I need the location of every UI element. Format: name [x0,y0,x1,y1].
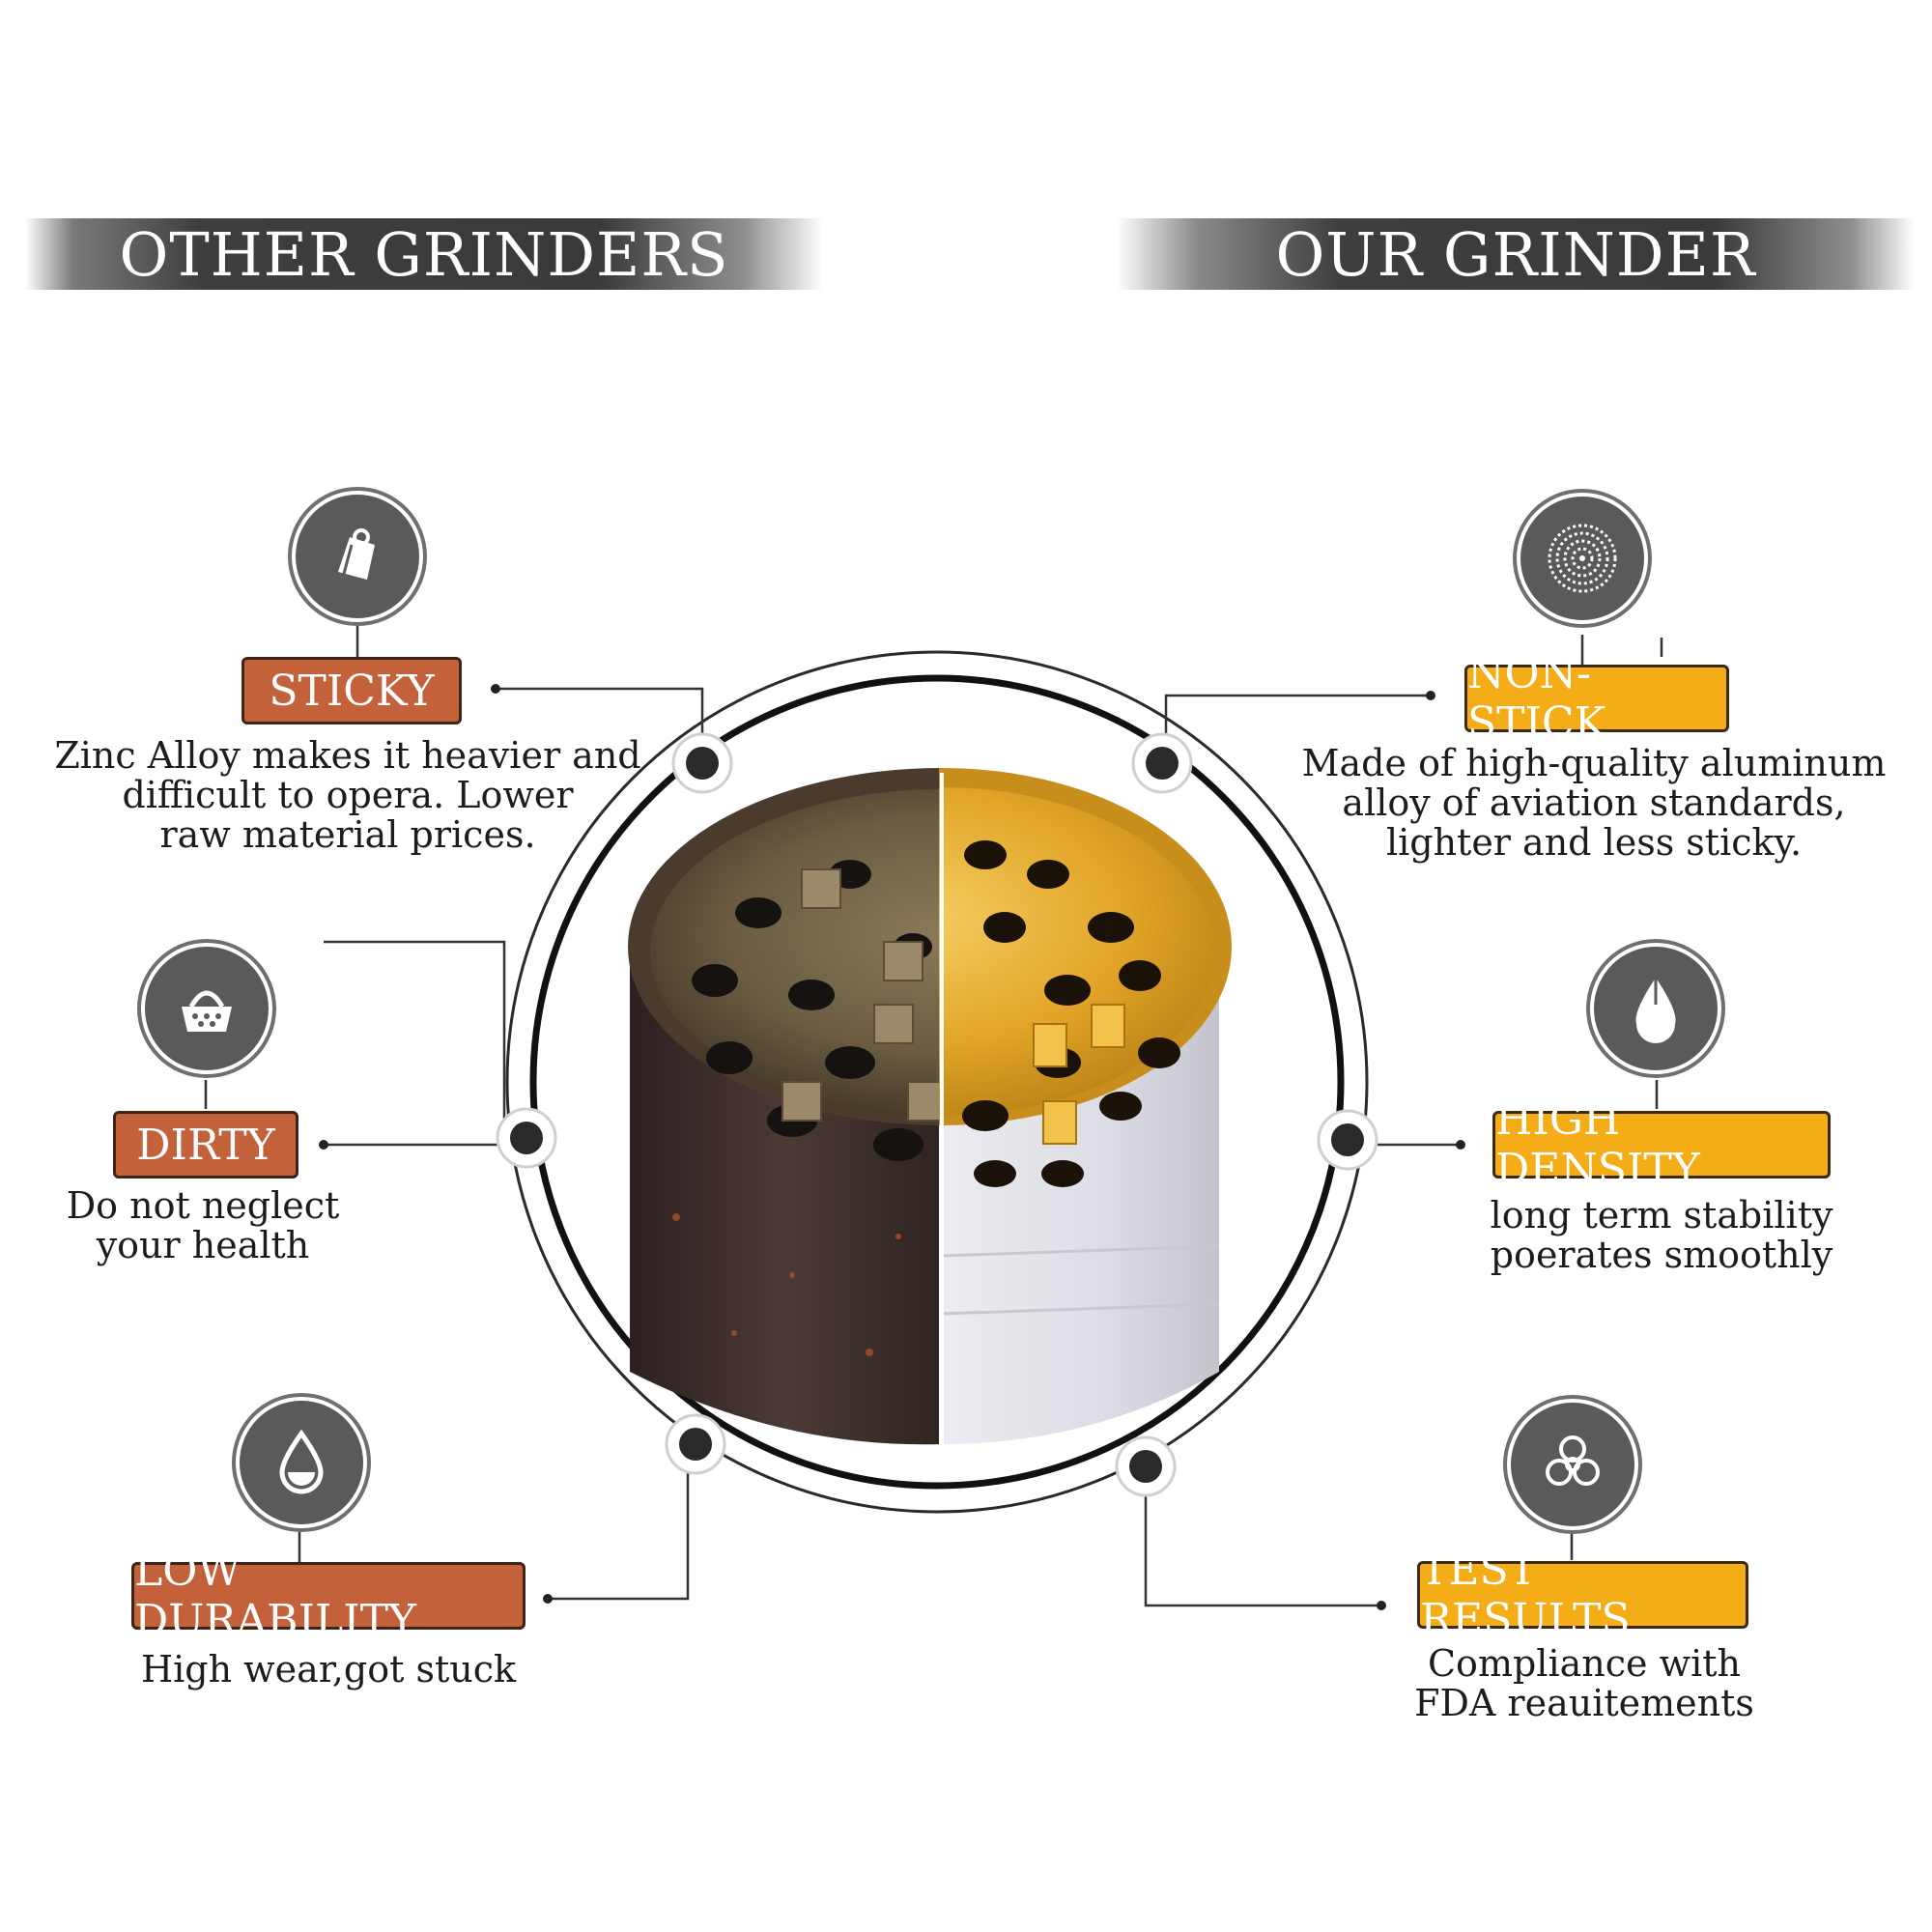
outer-ring [505,650,1369,1514]
density-drop-icon [1594,947,1718,1070]
our-grinder-header: OUR GRINDER [1117,218,1915,290]
non-stick-label: NON-STICK [1464,649,1729,748]
biohazard-icon [1511,1403,1634,1526]
dirty-grinder-half [628,768,939,1445]
dirty-basket-icon [145,947,269,1070]
sticky-label: STICKY [242,657,462,724]
ring-anchor-dots [496,732,1378,1497]
inner-ring [529,674,1345,1490]
high-density-label: HIGH DENSITY [1492,1095,1831,1194]
dirty-label: DIRTY [113,1111,298,1179]
clean-grinder-half [939,768,1232,1444]
test-results-label: TEST RESULTS [1417,1546,1748,1644]
other-grinders-header: OTHER GRINDERS [25,218,823,290]
low-durability-label: LOW DURABILITY [131,1547,526,1645]
non-stick-description: Made of high-quality aluminum alloy of a… [1301,742,1887,864]
grinder-teeth-icon [1520,497,1644,620]
low-durability-description: High wear,got stuck [140,1648,516,1690]
dirty-description: Do not neglect your health [66,1184,340,1266]
sticky-note-icon [296,495,419,618]
test-results-description: Compliance with FDA reauitements [1414,1642,1754,1724]
sticky-description: Zinc Alloy makes it heavier and difficul… [54,734,641,856]
high-density-description: long term stability poerates smoothly [1490,1194,1833,1276]
water-drop-icon [240,1401,363,1524]
